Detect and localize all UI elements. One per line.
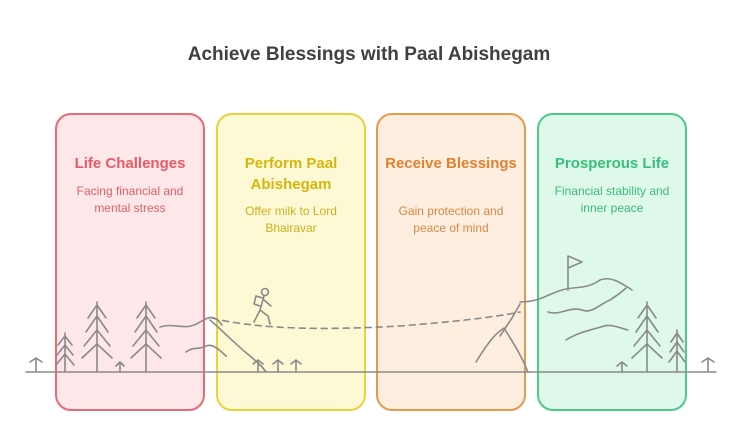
mountain-icon xyxy=(519,277,633,303)
tree-icon xyxy=(668,329,686,373)
stage-description: Facing financial and mental stress xyxy=(76,184,184,215)
stage-description: Financial stability and inner peace xyxy=(554,184,670,215)
mountain-icon xyxy=(547,287,627,314)
page-title: Achieve Blessings with Paal Abishegam xyxy=(187,44,551,65)
hill-icon xyxy=(185,344,227,357)
mountain-icon xyxy=(565,324,629,341)
hill-icon xyxy=(475,327,529,373)
flag-icon xyxy=(567,255,583,291)
stage-life-challenges: Life Challenges Facing financial and men… xyxy=(55,113,205,411)
hill-icon xyxy=(209,319,267,373)
stage-description: Gain protection and peace of mind xyxy=(398,204,504,235)
hill-icon xyxy=(499,303,521,337)
tree-icon xyxy=(55,332,75,373)
tree-icon xyxy=(631,301,663,373)
stage-title: Perform Paal Abishegam xyxy=(244,155,338,193)
dashed-path xyxy=(211,311,521,330)
tree-icon xyxy=(130,301,162,373)
stage-title: Receive Blessings xyxy=(385,155,517,172)
stage-receive-blessings: Receive Blessings Gain protection and pe… xyxy=(376,113,526,411)
stage-title: Prosperous Life xyxy=(554,155,670,172)
stage-description: Offer milk to Lord Bhairavar xyxy=(245,204,337,235)
tree-icon xyxy=(81,301,113,373)
stage-prosperous-life: Prosperous Life Financial stability and … xyxy=(537,113,687,411)
sprout-icon xyxy=(29,357,715,373)
stage-title: Life Challenges xyxy=(74,155,186,172)
sprout-icon xyxy=(115,361,125,373)
stage-perform-paal-abishegam: Perform Paal Abishegam Offer milk to Lor… xyxy=(216,113,366,411)
hiker-icon xyxy=(253,287,272,325)
